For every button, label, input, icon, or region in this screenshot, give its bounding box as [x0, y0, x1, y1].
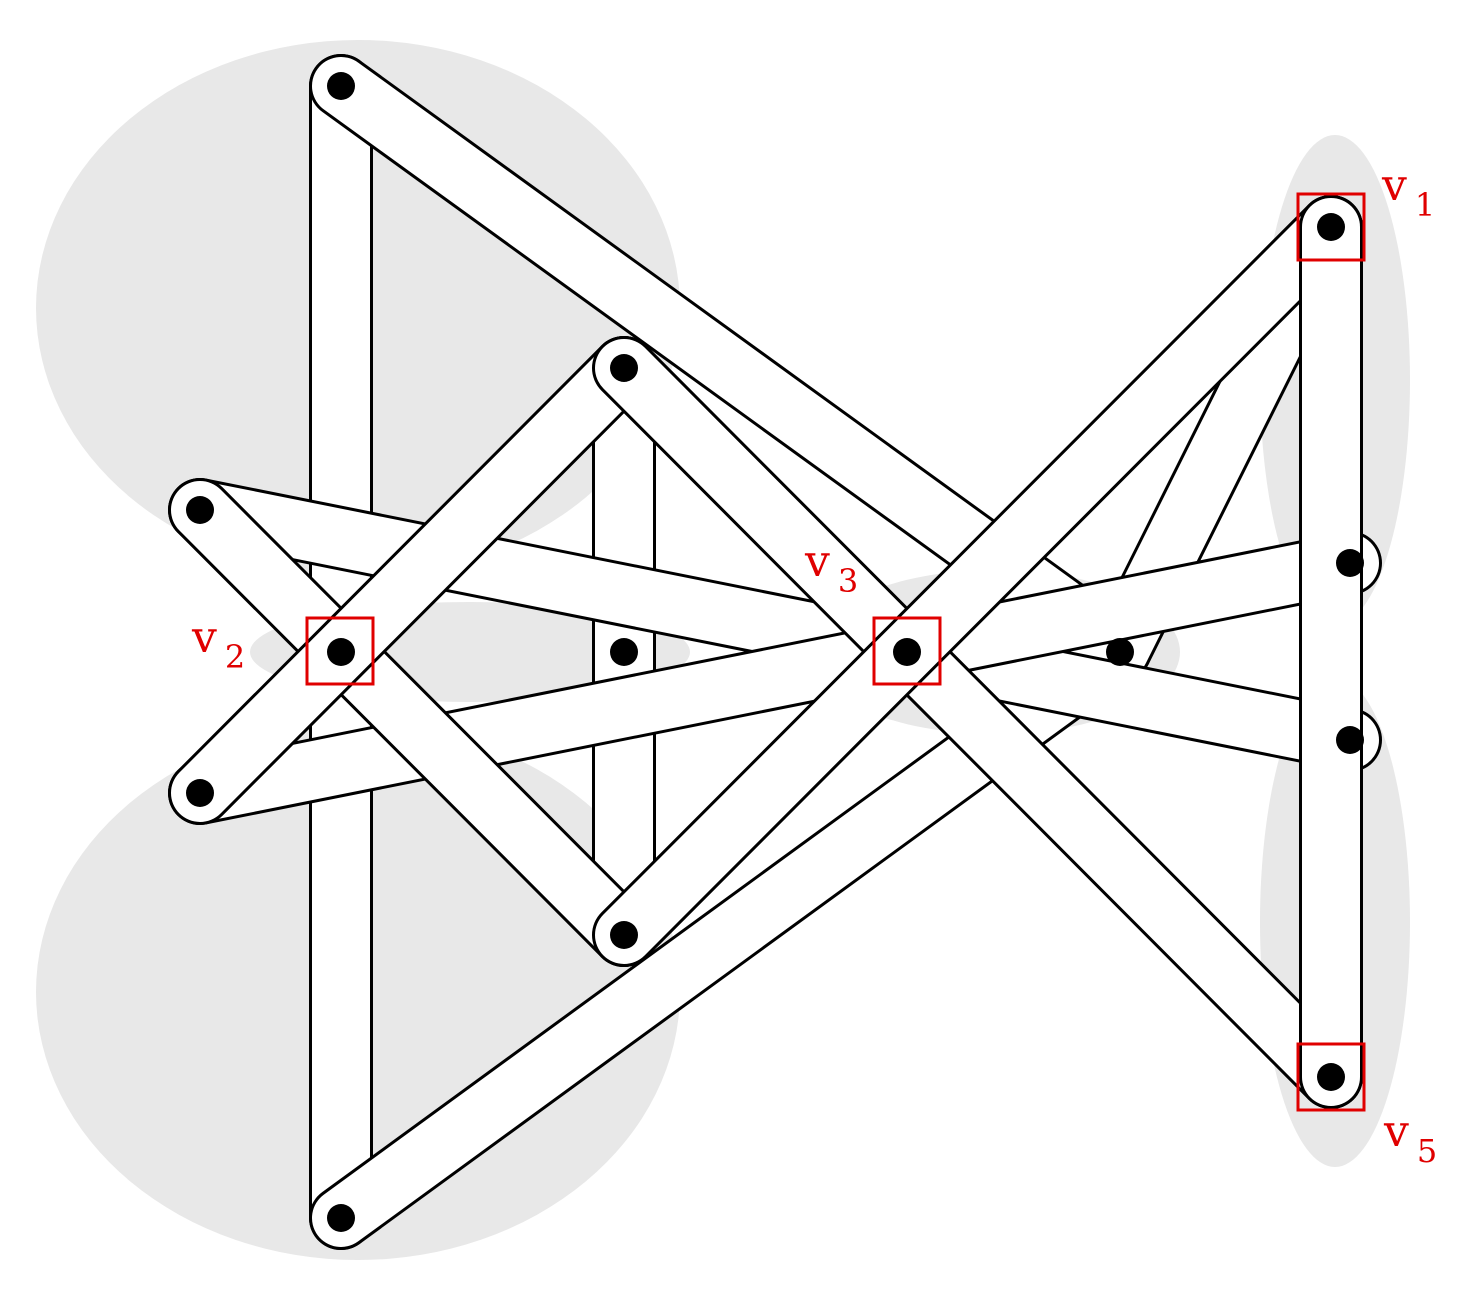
- edge-lower-x: [168, 336, 656, 825]
- vertex-left-lower: [186, 779, 214, 807]
- edge-upper-x: [168, 478, 656, 967]
- vertex-mid-bottom: [610, 921, 638, 949]
- marker-v3: [872, 616, 942, 686]
- vertex-center-right: [1106, 638, 1134, 666]
- edge-mid-top-to-v5: [592, 336, 1363, 1109]
- edge-mid-bottom-to-v1: [592, 195, 1363, 967]
- marker-v1: [1296, 192, 1366, 262]
- edge-left-upper-to-right-lower: [168, 478, 1382, 772]
- vertex-right-lower: [1336, 726, 1364, 754]
- vertices: [186, 72, 1364, 1232]
- vertex-v2: [327, 638, 355, 666]
- vertex-v5: [1317, 1063, 1345, 1091]
- vertex-right-upper: [1336, 549, 1364, 577]
- vertex-top-left: [327, 72, 355, 100]
- marker-v2: [305, 616, 375, 686]
- edge-left-lower-to-right-upper: [168, 531, 1382, 825]
- vertex-v1: [1317, 213, 1345, 241]
- vertex-mid-top: [610, 354, 638, 382]
- vertex-mid-center: [610, 638, 638, 666]
- marker-v5: [1296, 1042, 1366, 1112]
- highlight-markers: [305, 192, 1366, 1112]
- vertex-v3: [893, 638, 921, 666]
- vertex-bottom-left: [327, 1204, 355, 1232]
- vertex-left-upper: [186, 496, 214, 524]
